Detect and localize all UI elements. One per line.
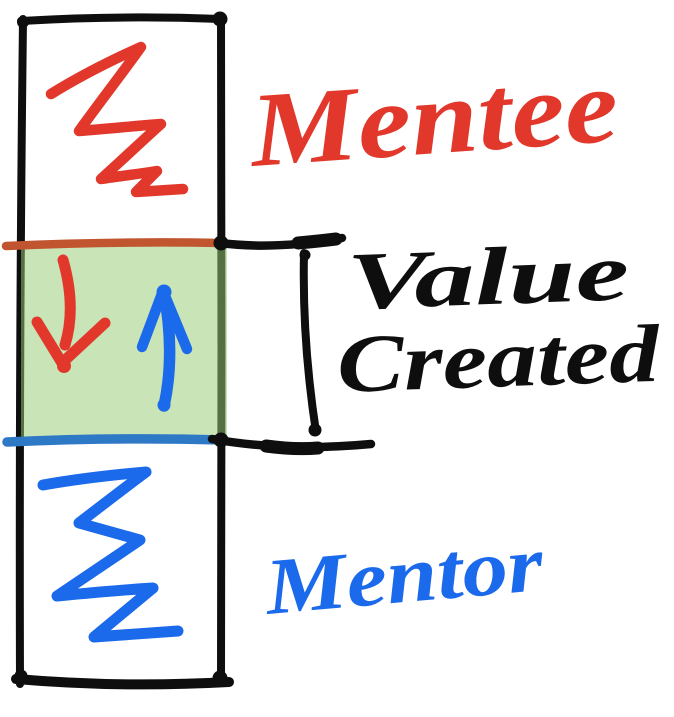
up-arrow-tip-blob [156, 284, 172, 300]
value-bracket [207, 232, 376, 456]
box-bottom-edge [11, 674, 234, 690]
bracket-top-line-thick [291, 232, 343, 250]
mentor-ink [37, 284, 193, 643]
value-created-label-line1: Value [345, 226, 630, 327]
box-left-edge [15, 15, 27, 688]
bracket-blobs [213, 235, 322, 448]
box-corner-blobs [14, 11, 228, 686]
mentor-label: Mentor [260, 520, 548, 632]
bracket-bottom-line-thick [259, 439, 325, 456]
value-created-label-line2: Created [335, 308, 661, 410]
down-arrow-shaft [57, 254, 76, 351]
box-top-edge [17, 13, 225, 25]
red-divider-line [1, 238, 227, 251]
down-arrow-tip-blob [57, 359, 71, 373]
mentee-label: Mentee [244, 47, 622, 190]
mentor-scribble-icon [37, 466, 184, 643]
mentee-ink [31, 41, 189, 373]
blue-divider-line [2, 434, 228, 447]
up-arrow-tail-blob [157, 398, 171, 412]
bracket-vertical-line [299, 249, 320, 436]
mentee-scribble-icon [45, 41, 189, 198]
